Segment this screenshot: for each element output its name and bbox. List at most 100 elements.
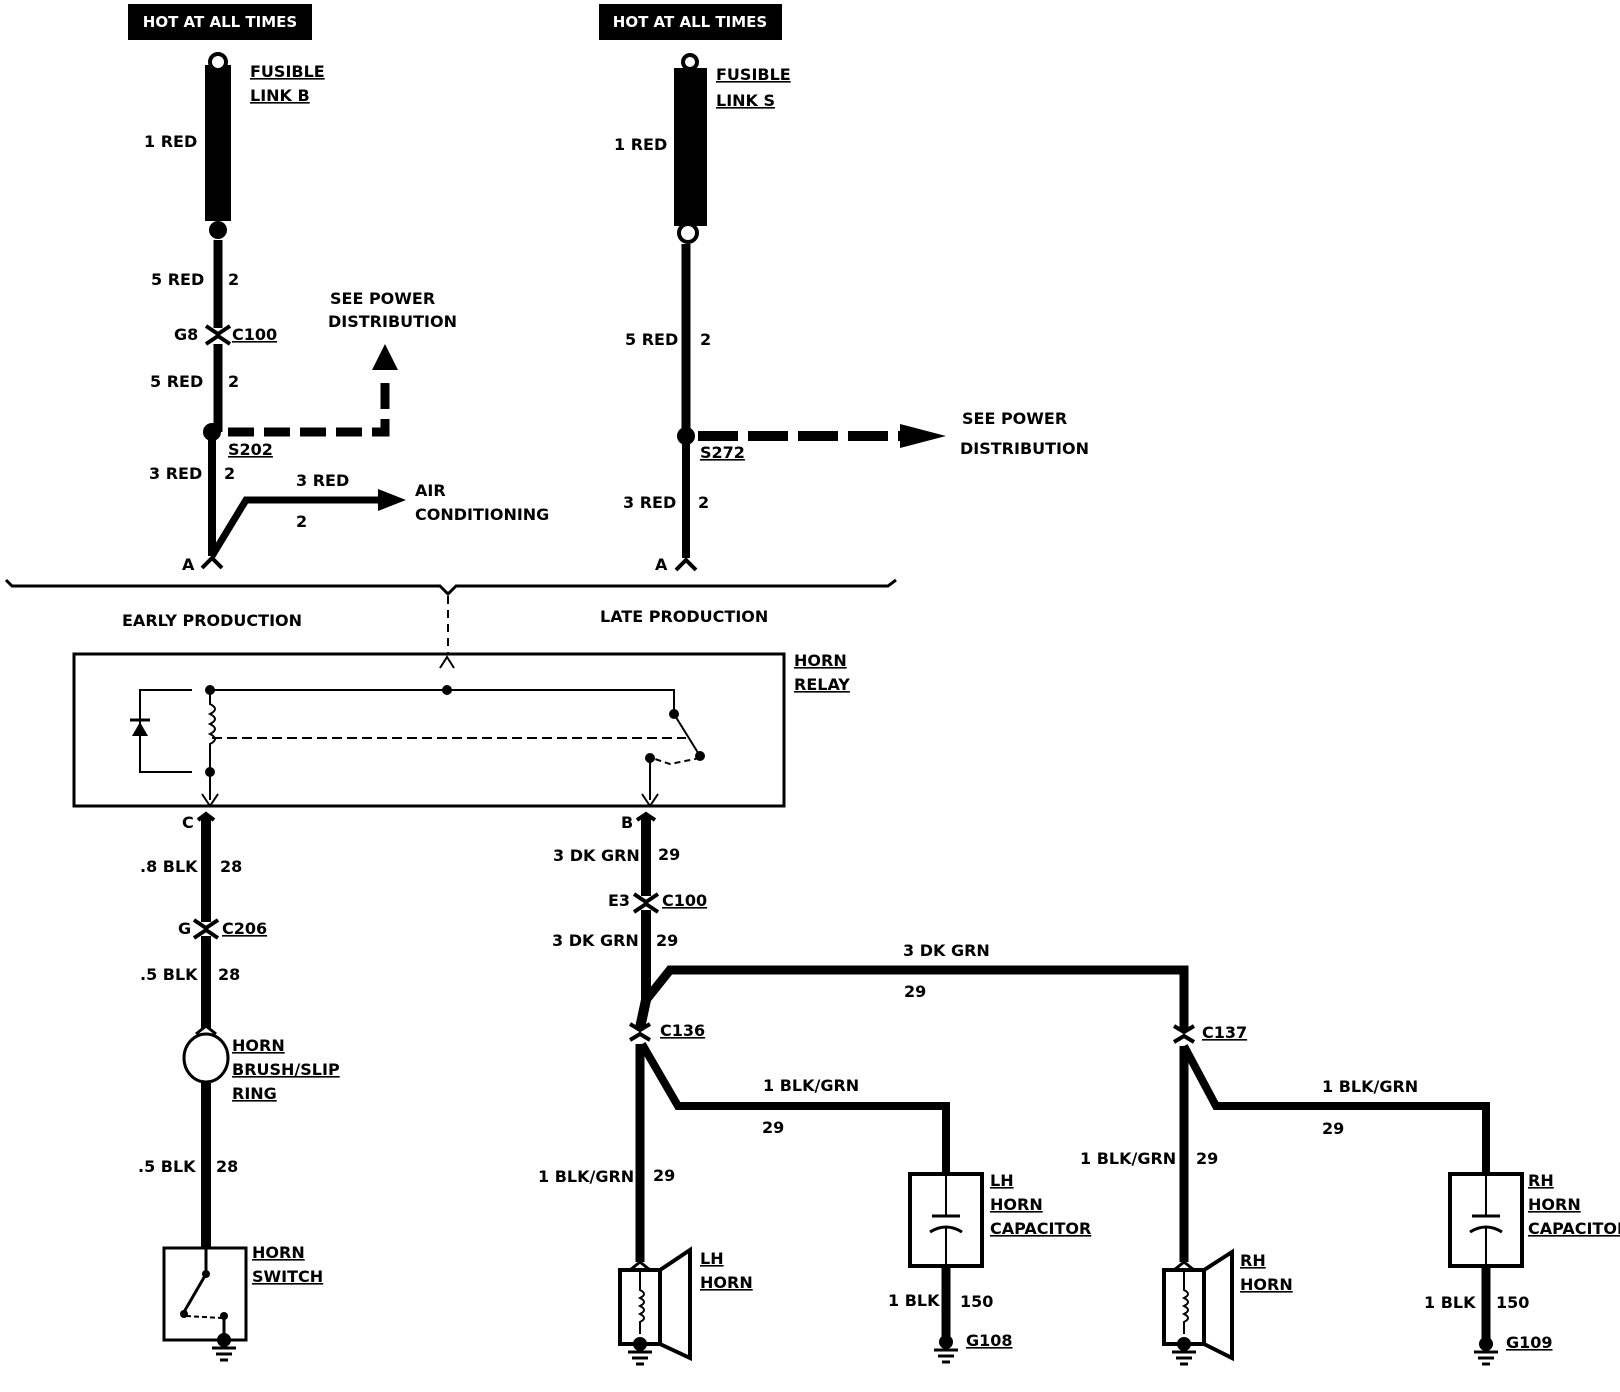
rh-horn-label-line1: RH xyxy=(1240,1251,1266,1270)
relay-coil-top-node xyxy=(205,685,215,695)
horn-relay-label-line1: HORN xyxy=(794,651,847,670)
rh-capacitor-wire-circuit: 29 xyxy=(1322,1119,1344,1138)
left-power-ref-line1: SEE POWER xyxy=(330,289,435,308)
relay-diode-icon xyxy=(132,722,148,736)
production-brace xyxy=(4,578,897,597)
relay-upper-bus xyxy=(210,689,675,712)
lh-capacitor-label-line2: HORN xyxy=(990,1195,1043,1214)
lh-horn-label-line1: LH xyxy=(700,1249,724,1268)
horn-crossover-wire-circuit: 29 xyxy=(904,982,926,1001)
connector-c206-label: C206 xyxy=(222,919,267,938)
splice-s272-label: S272 xyxy=(700,443,745,462)
lh-horn-wire-label: 1 BLK/GRN xyxy=(538,1167,634,1186)
left-wire-3red-lower-label: 3 RED xyxy=(149,464,202,483)
connector-c136-icon xyxy=(628,1022,652,1042)
fusible-link-b-label-line2: LINK B xyxy=(250,86,310,105)
rh-capacitor-label-line3: CAPACITOR xyxy=(1528,1219,1620,1238)
horn-brush-label-line1: HORN xyxy=(232,1036,285,1055)
fusible-link-b-bottom-terminal xyxy=(209,221,227,239)
splice-s202-label: S202 xyxy=(228,440,273,459)
ground-g108-label: G108 xyxy=(966,1331,1013,1350)
relay-connector-b-icon xyxy=(635,811,657,822)
connector-c100-horn-icon xyxy=(632,892,660,914)
switch-wire-05blk-lower-circuit: 28 xyxy=(216,1157,238,1176)
brush-slip-ring-top-connector xyxy=(195,1024,217,1036)
left-connector-a-icon xyxy=(200,555,224,570)
relay-connector-c-icon xyxy=(196,811,216,822)
switch-wire-05blk-upper-circuit: 28 xyxy=(218,965,240,984)
right-power-ref-line2: DISTRIBUTION xyxy=(960,439,1089,458)
relay-output-arrow-icon xyxy=(641,793,659,808)
left-wire-3red-lower-circuit: 2 xyxy=(224,464,235,483)
fusible-link-b-label-line1: FUSIBLE xyxy=(250,62,325,81)
horn-switch-ground-icon xyxy=(212,1346,236,1362)
left-fusible-wire-label: 1 RED xyxy=(144,132,197,151)
relay-diode-loop xyxy=(139,689,192,773)
horn-wire-3dkgrn-upper-circuit: 29 xyxy=(658,845,680,864)
lh-capacitor-label-line3: CAPACITOR xyxy=(990,1219,1091,1238)
lh-capacitor-label-line1: LH xyxy=(990,1171,1014,1190)
switch-wire-08blk-circuit: 28 xyxy=(220,857,242,876)
connector-c100-horn-label: C100 xyxy=(662,891,707,910)
lh-horn-wire-circuit: 29 xyxy=(653,1166,675,1185)
connector-c137-icon xyxy=(1172,1024,1196,1044)
connector-c100-left-pin: G8 xyxy=(174,325,198,344)
connector-c206-icon xyxy=(192,918,220,940)
rh-capacitor-wire-label: 1 BLK/GRN xyxy=(1322,1077,1418,1096)
relay-coil-arrow-icon xyxy=(201,793,219,808)
right-power-distribution-arrow-icon xyxy=(900,424,946,448)
horn-brush-label-line2: BRUSH/SLIP xyxy=(232,1060,340,1079)
horn-crossover-wire-label: 3 DK GRN xyxy=(903,941,990,960)
horn-relay-box xyxy=(72,652,786,808)
right-wire-5red-upper-circuit: 2 xyxy=(700,330,711,349)
left-wire-5red-mid-circuit: 2 xyxy=(228,372,239,391)
fusible-link-b-top-terminal xyxy=(208,52,228,72)
left-power-distribution-dashed-wire xyxy=(228,380,390,437)
horn-output-circuit: B 3 DK GRN 29 E3 C100 3 DK GRN 29 3 DK G… xyxy=(538,811,1620,1366)
left-power-distribution-arrow-icon xyxy=(372,344,398,370)
rh-capacitor-wire xyxy=(1180,1044,1490,1174)
lh-capacitor-icon xyxy=(908,1172,984,1268)
connector-c100-left-label: C100 xyxy=(232,325,277,344)
relay-contact-open-dashed xyxy=(651,757,701,766)
connector-c136-label: C136 xyxy=(660,1021,705,1040)
rh-capacitor-label-line2: HORN xyxy=(1528,1195,1581,1214)
lh-capacitor-ground-wire-label: 1 BLK xyxy=(888,1291,940,1310)
horn-switch-label-line2: SWITCH xyxy=(252,1267,323,1286)
horn-switch-open-dashed xyxy=(185,1315,223,1319)
horn-switch-label-line1: HORN xyxy=(252,1243,305,1262)
right-wire-3red-lower-circuit: 2 xyxy=(698,493,709,512)
lh-capacitor-wire-label: 1 BLK/GRN xyxy=(763,1076,859,1095)
hot-at-all-times-label-left: HOT AT ALL TIMES xyxy=(143,13,297,31)
ground-g109-label: G109 xyxy=(1506,1333,1553,1352)
right-feed: HOT AT ALL TIMES FUSIBLE LINK S 1 RED 5 … xyxy=(599,4,1089,574)
switch-wire-08blk-label: .8 BLK xyxy=(140,857,198,876)
connector-c100-horn-pin: E3 xyxy=(608,891,630,910)
hot-at-all-times-box-left xyxy=(128,4,312,40)
switch-wire-05blk-upper-label: .5 BLK xyxy=(140,965,198,984)
right-connector-a-icon xyxy=(674,557,698,572)
relay-input-arrow-icon xyxy=(439,655,455,669)
left-feed: HOT AT ALL TIMES FUSIBLE LINK B 1 RED 5 … xyxy=(128,4,549,574)
rh-capacitor-ground-wire-label: 1 BLK xyxy=(1424,1293,1476,1312)
relay-connector-c-pin: C xyxy=(182,813,194,832)
horn-switch-circuit: C .8 BLK 28 G C206 .5 BLK 28 HORN BRUSH/… xyxy=(138,811,340,1362)
lh-capacitor-wire-circuit: 29 xyxy=(762,1118,784,1137)
air-conditioning-wire xyxy=(209,496,380,558)
horn-brush-slip-ring-icon xyxy=(182,1032,230,1084)
air-conditioning-wire-circuit: 2 xyxy=(296,512,307,531)
late-production-label: LATE PRODUCTION xyxy=(600,607,768,626)
horn-switch-ground-node xyxy=(217,1333,231,1347)
right-power-ref-line1: SEE POWER xyxy=(962,409,1067,428)
connector-c137-label: C137 xyxy=(1202,1023,1247,1042)
switch-wire-05blk-lower-label: .5 BLK xyxy=(138,1157,196,1176)
fusible-link-s-icon xyxy=(674,68,707,226)
left-wire-5red-upper-circuit: 2 xyxy=(228,270,239,289)
connector-c100-left-icon xyxy=(204,324,232,346)
horn-wire-3dkgrn-lower-circuit: 29 xyxy=(656,931,678,950)
hot-at-all-times-label-right: HOT AT ALL TIMES xyxy=(613,13,767,31)
left-power-ref-line2: DISTRIBUTION xyxy=(328,312,457,331)
rh-capacitor-icon xyxy=(1448,1172,1524,1268)
horn-brush-label-line3: RING xyxy=(232,1084,277,1103)
